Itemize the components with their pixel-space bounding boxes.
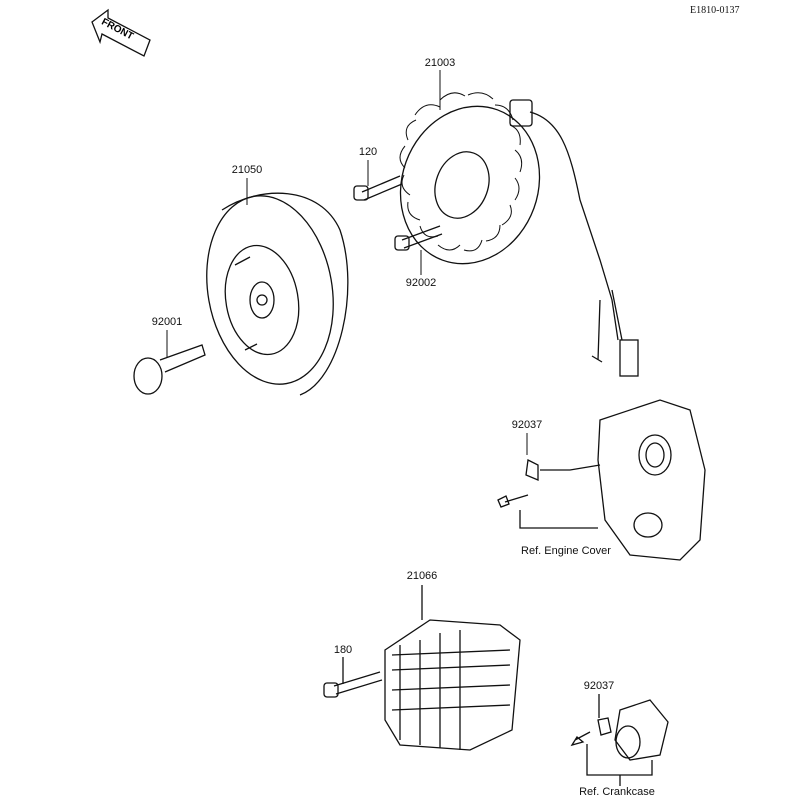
callout-92037-lower: 92037 [583,680,615,692]
callout-92037-upper: 92037 [511,419,543,431]
stator-drawing [399,92,639,377]
callout-92001: 92001 [151,316,183,328]
diagram-code: E1810-0137 [690,5,740,16]
ref-engine-cover-label: Ref. Engine Cover [521,545,611,557]
engine-cover-drawing [497,399,706,561]
leader-lines [166,70,528,455]
callout-180: 180 [333,644,353,656]
ref-crankcase-label: Ref. Crankcase [579,786,655,798]
flywheel-drawing [206,192,349,396]
flywheel-bolt-drawing [133,344,206,395]
callout-92002: 92002 [405,277,437,289]
bolt-180-drawing [323,657,383,698]
bolt-120-drawing [353,175,403,201]
callout-21003: 21003 [424,57,456,69]
bolt-92002-drawing [394,225,443,251]
callout-21050: 21050 [231,164,263,176]
regulator-drawing [384,585,521,751]
callout-21066: 21066 [406,570,438,582]
callout-120: 120 [358,146,378,158]
crankcase-drawing [570,694,669,786]
front-arrow-icon [91,8,151,57]
